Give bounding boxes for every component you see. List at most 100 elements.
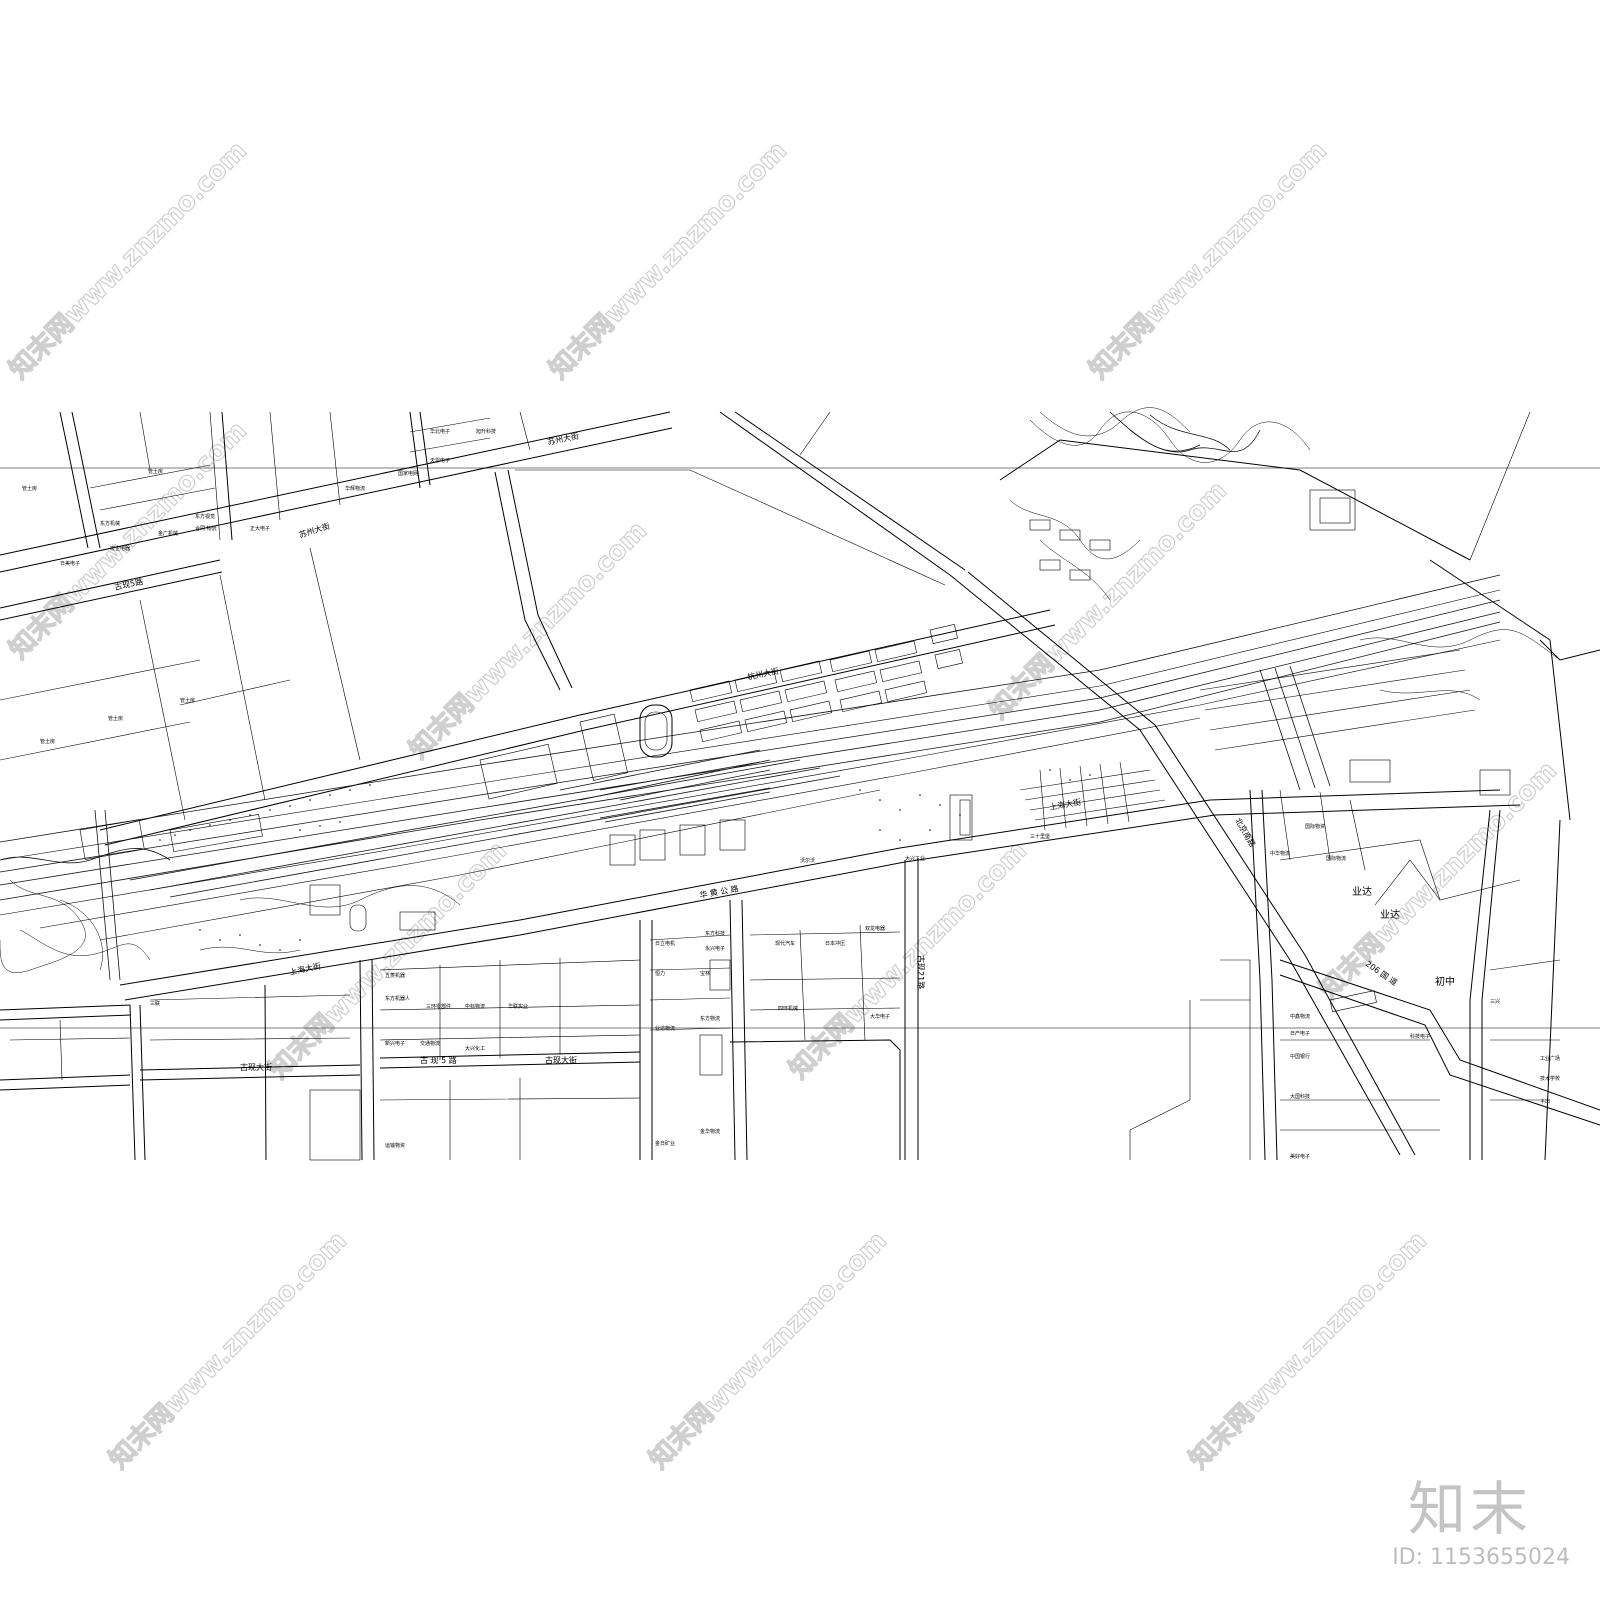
parcel-label: 大兴化工 [465,1045,485,1052]
watermark: 知末网www.znzmo.com [1314,756,1563,1005]
parcel-label: 管土房 [40,738,55,745]
parcel-label: 管土房 [108,715,123,722]
residential-blocks [79,624,963,860]
parcel-label: 合同 物流 [195,525,217,532]
parcel-label: 东方机器人 [385,995,410,1002]
parcel-label: 东方科技 [705,930,725,937]
place-label-chuzhong: 初中 [1435,975,1455,988]
small-track [349,904,367,932]
parcel-label: 业达物流 [655,1025,675,1032]
parcel-label: 金日矿业 [655,1140,675,1147]
parcel-label: 交通物流 [420,1040,440,1047]
parcel-label: 科技电子 [1410,1033,1430,1040]
parcel-label: 恒力 [655,970,665,977]
parcel-label: 金广机械 [158,530,178,537]
road-label-suzhou-dajie-west: 苏州大街 [298,521,332,540]
parcel-label: 日立电机 [655,940,675,947]
watermark: 知末网www.znzmo.com [644,1226,893,1475]
parcel-label: 天恩电子 [430,457,450,464]
south-blocks [0,858,919,1161]
parcel-label: 国际物流 [1326,855,1346,862]
parcel-label: 华辉物流 [345,485,365,492]
parcel-label: 中国银行 [1290,1053,1310,1060]
parcel-label: 三兴 [1490,998,1500,1005]
road-label-suzhou-dajie: 苏州大街 [546,431,579,447]
frame-lines [0,467,1600,1029]
brand-logo: 知末 [1407,1475,1532,1543]
parcel-label: 管土房 [22,485,37,492]
watermark-layer: 知末网www.znzmo.com 知末网www.znzmo.com 知末网www… [3,135,1563,1475]
road-label-guoxian-21: 古现21路 [916,955,926,989]
parcel-label: 国际物资 [1305,823,1325,830]
parcel-label: 管土房 [148,468,163,475]
northwest-blocks [0,411,673,821]
northeast-park [999,407,1600,821]
parcel-label: 管土房 [180,697,195,704]
parcel-label: 华联实业 [508,1003,528,1010]
rail-corridor [0,574,1521,1001]
parcel-label: 技术学校 [1540,1075,1560,1082]
parcel-label: 运输物资 [385,1142,405,1149]
parcel-label: 日本冲压 [825,940,845,947]
parcel-label: 丰田 [1540,1098,1550,1105]
place-label-sanshi: 三十里堡 [1030,833,1050,840]
place-labels: 业达 业达 初中 三十里堡 大兴工业 [905,833,1455,988]
road-label-shanghai-dajie-upper: 上海大街 [1049,797,1082,812]
watermark: 知末网www.znzmo.com [544,136,793,385]
road-label-hangzhou-dajie: 杭州大街 [746,666,779,682]
parcel-label: 沃尔沃 [800,857,815,864]
parcel-label: 四环机械 [778,1005,798,1012]
image-id: ID: 1153655024 [1392,1545,1570,1570]
road-label-guxian-5-bottom: 古 现 5 路 [420,1055,457,1065]
parcel-label: 中标物流 [465,1003,485,1010]
parcel-label: 旭升科技 [476,428,496,435]
road-label-guxian-dajie-left: 古现大街 [240,1062,272,1072]
sports-track [639,704,673,758]
parcel-label: 新兴电子 [385,1040,405,1047]
watermark: 知末网www.znzmo.com [104,1226,353,1475]
parcel-label: 日美电子 [60,560,80,567]
road-labels: 苏州大街 苏州大街 古现5路 杭州大街 上海大街 上海大街 华 黄 公 路 古 … [113,431,1399,1072]
parcel-label: 东方物流 [700,1015,720,1022]
watermark: 知末网www.znzmo.com [784,836,1033,1085]
north-diagonals [494,411,1531,1156]
parcel-label: 正大电子 [250,525,270,532]
parcel-label: 美好电子 [1290,1153,1310,1160]
vegetation-dots [159,769,1091,951]
parcel-label: 大国科技 [1290,1093,1310,1100]
south-corridor-features [199,761,1166,954]
watermark: 知末网www.znzmo.com [1084,136,1333,385]
parcel-label: 宏企电器 [110,545,130,552]
parcel-label: 宝林 [700,970,710,977]
parcel-label: 三联 [150,1000,160,1007]
parcel-label: 工业广场 [1540,1055,1560,1062]
parcel-label: 永兴电子 [705,945,725,952]
watermark: 知末网www.znzmo.com [4,416,253,665]
place-label-yeda: 业达 [1352,886,1372,898]
road-label-beijing-nanlu: 北京南路 [1233,816,1258,849]
parcel-label: 现代汽车 [775,940,795,947]
parcel-label: 中鑫物流 [1290,1013,1310,1020]
parcel-label: 大华电子 [870,1013,890,1020]
parcel-label: 华北电子 [430,428,450,435]
place-label-yeda: 业达 [1380,909,1400,921]
parcel-label: 中华物流 [1270,850,1290,857]
road-label-206-guodao: 206 国 道 [1364,958,1400,987]
parcel-label: 五菱机器 [385,972,405,979]
road-label-guxian-dajie-right: 古现大街 [545,1055,577,1065]
parcel-label: 双龙电器 [865,925,885,932]
place-label-daxing: 大兴工业 [905,855,925,862]
parcel-label: 三环零部件 [426,1003,451,1010]
parcel-label: 东方机械 [100,520,120,527]
watermark: 知末网www.znzmo.com [1184,1226,1433,1475]
southeast-blocks [1129,789,1600,1161]
watermark: 知末网www.znzmo.com [984,476,1233,725]
watermark: 知末网www.znzmo.com [4,136,253,385]
parcel-label: 国家电网 [398,470,418,477]
road-label-shanghai-dajie-lower: 上海大街 [288,961,321,977]
parcel-label: 金华物流 [700,1128,720,1135]
parcel-labels: 管土房 管土房 管土房 管土房 管土房 华北电子 旭升科技 天恩电子 国家电网 … [22,428,1560,1160]
parcel-label: 东方视觉 [195,513,215,520]
parcel-label: 日产电子 [1290,1030,1310,1037]
